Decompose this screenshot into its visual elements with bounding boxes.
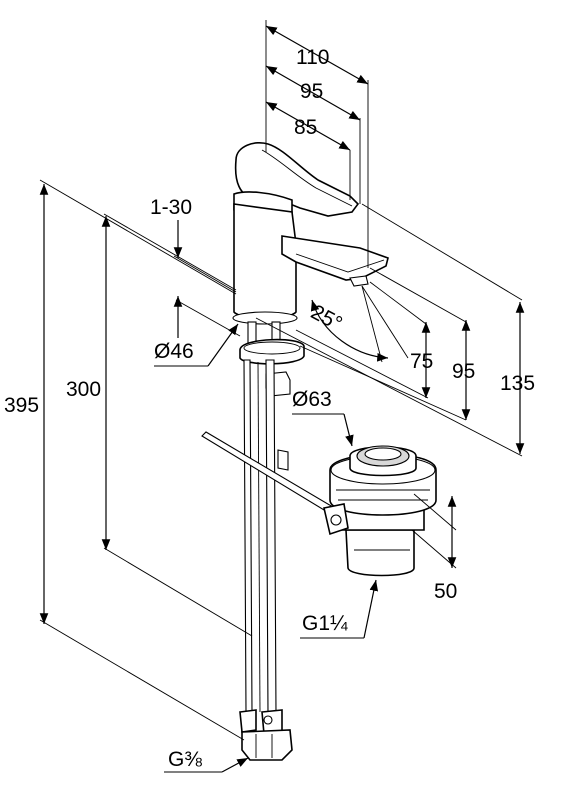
drain-assembly <box>201 431 437 577</box>
leader-dia-63 <box>343 413 354 447</box>
leader-g3-8 <box>221 757 249 773</box>
dimension-lines <box>39 20 525 773</box>
label-angle-25: 25° <box>307 300 346 335</box>
spout <box>281 235 389 281</box>
label-1-30: 1-30 <box>150 196 192 219</box>
faucet-body <box>232 142 389 761</box>
label-85: 85 <box>294 116 317 139</box>
supply-hose-left <box>243 359 253 713</box>
label-95-top: 95 <box>300 80 323 103</box>
faucet-column <box>233 203 297 319</box>
dim-line-85 <box>265 101 351 151</box>
label-dia-46: Ø46 <box>154 340 194 363</box>
label-g3-8: G⅜ <box>168 748 202 771</box>
label-110: 110 <box>296 46 329 69</box>
label-50: 50 <box>434 580 457 603</box>
label-75: 75 <box>410 350 433 373</box>
dim-arc-25 <box>310 299 389 362</box>
mounting-flange <box>239 338 305 365</box>
label-g1-quarter: G1¼ <box>302 612 348 635</box>
label-300: 300 <box>66 378 101 401</box>
label-135: 135 <box>500 372 535 395</box>
label-dia-63: Ø63 <box>292 388 332 411</box>
supply-hose-right <box>265 359 277 715</box>
leader-dia-46 <box>207 323 239 367</box>
leader-g1-quarter <box>363 579 379 639</box>
label-395: 395 <box>4 394 39 417</box>
hose-connector <box>239 709 257 733</box>
label-95-right: 95 <box>452 360 475 383</box>
